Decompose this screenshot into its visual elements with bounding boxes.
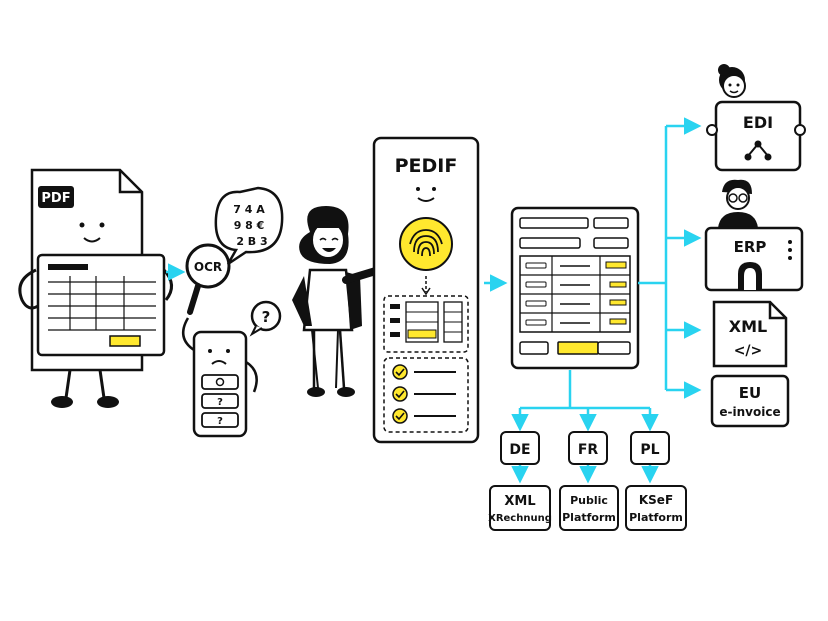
fr-target-line-2: Platform	[562, 511, 616, 524]
fr-target-line-1: Public	[570, 494, 608, 507]
question-bubble: ?	[249, 300, 282, 337]
eu-label: EU	[739, 384, 761, 402]
erp-output: ERP	[704, 179, 804, 292]
structured-invoice-document	[510, 206, 640, 370]
network-icon	[744, 140, 772, 161]
country-code-fr: FR	[578, 442, 599, 458]
edi-output: EDI	[706, 64, 806, 172]
xml-output: XML </>	[712, 300, 788, 368]
country-pl: PL KSeF Platform	[625, 431, 687, 531]
phone-icon: ? ?	[192, 330, 258, 438]
pl-target-line-2: Platform	[629, 511, 683, 524]
country-code-de: DE	[509, 442, 530, 458]
pl-target-line-1: KSeF	[639, 493, 673, 507]
de-target-line-1: XML	[504, 494, 535, 509]
pedif-panel: PEDIF	[372, 136, 480, 444]
speech-bubble-icon: 7 4 A 9 8 € 2 B 3	[214, 186, 284, 266]
ocr-bubble-line-1: 7 4 A	[233, 203, 265, 216]
edi-label: EDI	[743, 113, 773, 132]
ocr-magnifier: OCR	[181, 243, 231, 352]
fingerprint-icon	[399, 217, 453, 271]
pdf-badge: PDF	[41, 191, 70, 206]
phone-field-2: ?	[217, 397, 223, 408]
ocr-label: OCR	[194, 260, 222, 274]
country-de: DE XML XRechnung	[488, 431, 552, 531]
checkmark-icon	[392, 364, 456, 424]
code-icon: </>	[734, 343, 763, 359]
de-target-line-2: XRechnung	[488, 513, 552, 524]
erp-label: ERP	[734, 238, 767, 256]
ocr-bubble-line-3: 2 B 3	[236, 235, 267, 248]
xml-label: XML	[729, 317, 767, 336]
ocr-bubble-line-2: 9 8 €	[234, 219, 265, 232]
magnifier-icon	[185, 243, 231, 289]
question-mark: ?	[262, 308, 271, 326]
einvoice-label: e-invoice	[719, 405, 780, 419]
phone-field-3: ?	[217, 416, 223, 427]
eu-einvoice-output: EU e-invoice	[710, 374, 790, 428]
country-fr: FR Public Platform	[559, 431, 619, 531]
pedif-title: PEDIF	[395, 155, 458, 177]
pdf-document-character: PDF	[18, 168, 173, 408]
country-code-pl: PL	[640, 442, 659, 458]
output-connectors	[511, 117, 702, 484]
